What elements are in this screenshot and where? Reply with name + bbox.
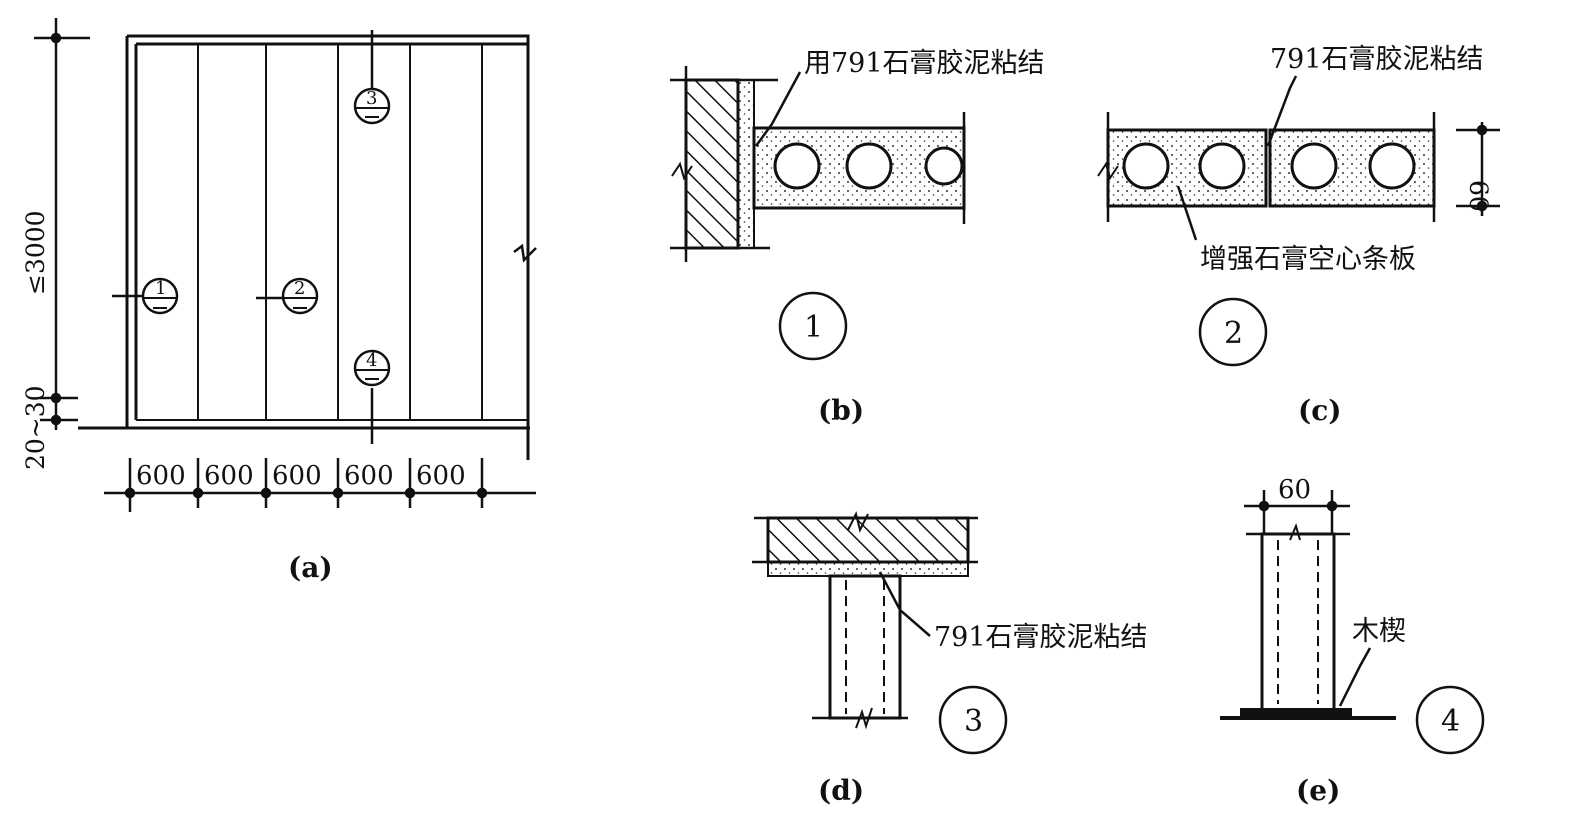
section-marker-2: 2 [256,277,319,315]
panel-vertical [828,574,902,720]
caption-c: (c) [1298,394,1342,427]
note-c: 791石膏胶泥粘结 [1270,44,1484,75]
panel-width-5: 600 [416,461,466,491]
concrete-wall [684,78,740,250]
detail-number-4: 4 [1441,704,1460,739]
wood-wedge [1240,708,1352,716]
wall-frame [125,34,530,460]
caption-b: (b) [818,394,864,427]
ceiling-slab [766,516,970,564]
floor-joint-detail: 60 木楔 4 (e) [1220,475,1485,807]
panel-width-3: 600 [272,461,322,491]
detail-circle-4 [1415,685,1485,755]
panel-vertical-e [1260,532,1336,712]
marker-4-number: 4 [366,350,377,371]
caption-e: (e) [1296,774,1340,807]
width-dimension [104,458,536,512]
note-b: 用791石膏胶泥粘结 [804,48,1045,79]
width-dim: 60 [1278,475,1311,505]
wedge-label: 木楔 [1352,616,1406,647]
caption-a: (a) [288,551,333,584]
panel-width-2: 600 [204,461,254,491]
leader-b [754,71,802,147]
detail-number-2: 2 [1224,316,1243,351]
detail-circle-3 [938,685,1008,755]
wall-joint-detail: 用791石膏胶泥粘结 1 (b) [670,48,1045,427]
leader-d [878,571,931,637]
panel-cores [773,142,964,190]
panel-width-1: 600 [136,461,186,491]
height-dimension [34,18,90,430]
panel-label: 增强石膏空心条板 [1200,244,1416,275]
panel-width-4: 600 [344,461,394,491]
panel-joints [197,44,483,420]
ceiling-joint-detail: 791石膏胶泥粘结 3 (d) [752,511,1148,807]
leader-e [1338,647,1372,707]
ceiling-plaster [767,561,969,577]
section-marker-1: 1 [112,277,179,315]
break-mark [513,243,537,263]
detail-circle-2 [1198,297,1268,367]
marker-2-number: 2 [294,278,305,299]
marker-1-number: 1 [155,278,166,299]
height-dim-label: ≤3000 [21,210,50,295]
detail-circle-1 [778,291,848,361]
gap-dim-label: 20~30 [21,385,50,470]
note-d: 791石膏胶泥粘结 [934,622,1148,653]
elevation-view: ≤3000 20~30 600 600 600 600 600 [21,18,537,584]
caption-d: (d) [818,774,864,807]
detail-number-1: 1 [804,310,823,345]
panel-joint-detail: 60 791石膏胶泥粘结 增强石膏空心条板 2 (c) [1097,44,1500,427]
leader-c-top [1266,75,1298,147]
detail-number-3: 3 [964,704,983,739]
marker-3-number: 3 [366,88,377,109]
thickness-dim: 60 [1464,180,1493,212]
section-marker-3: 3 [353,30,391,125]
section-marker-4: 4 [353,349,391,444]
leader-c-bottom [1176,185,1198,241]
plaster-layer [737,79,755,249]
